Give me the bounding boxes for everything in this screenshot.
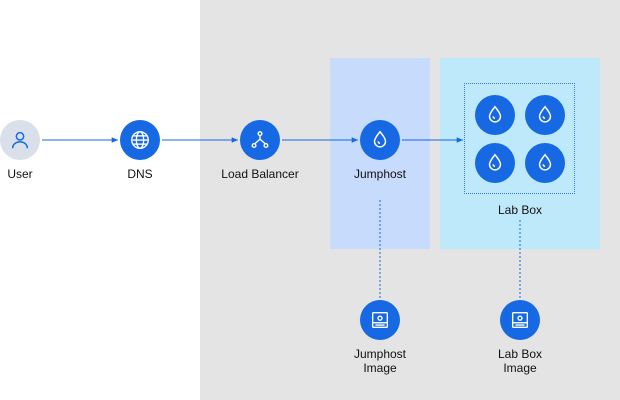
jumphost-image-label-line2: Image <box>363 361 397 375</box>
droplet-icon <box>538 105 552 123</box>
droplet-icon <box>373 130 387 148</box>
droplet-icon <box>488 153 502 171</box>
globe-icon <box>131 131 149 149</box>
jumphost-image-label: Jumphost Image <box>330 347 430 375</box>
droplet-icon <box>488 105 502 123</box>
lab-box-group <box>464 83 575 194</box>
droplet-icon <box>538 153 552 171</box>
image-icon <box>371 311 389 329</box>
lab-box-instance-2[interactable] <box>525 95 565 135</box>
load-balancer-node[interactable] <box>240 120 280 160</box>
image-icon <box>511 311 529 329</box>
user-node[interactable] <box>0 120 40 160</box>
jumphost-image-label-line1: Jumphost <box>353 347 407 361</box>
lab-box-instance-1[interactable] <box>475 95 515 135</box>
lab-box-zone <box>440 58 600 249</box>
lab-box-image-label-line2: Image <box>503 361 537 375</box>
lab-box-image-label-line1: Lab Box <box>497 347 543 361</box>
dns-node[interactable] <box>120 120 160 160</box>
lab-box-label: Lab Box <box>497 203 543 217</box>
jumphost-node[interactable] <box>360 120 400 160</box>
user-label: User <box>7 167 33 181</box>
load-balancer-label: Load Balancer <box>221 167 299 181</box>
jumphost-image-node[interactable] <box>360 300 400 340</box>
jumphost-label: Jumphost <box>353 167 407 181</box>
lab-box-image-label: Lab Box Image <box>470 347 570 375</box>
lab-box-image-node[interactable] <box>500 300 540 340</box>
load-balancer-icon <box>251 131 269 149</box>
dns-label: DNS <box>127 167 153 181</box>
user-icon <box>11 131 29 149</box>
lab-box-instance-4[interactable] <box>525 143 565 183</box>
lab-box-instance-3[interactable] <box>475 143 515 183</box>
